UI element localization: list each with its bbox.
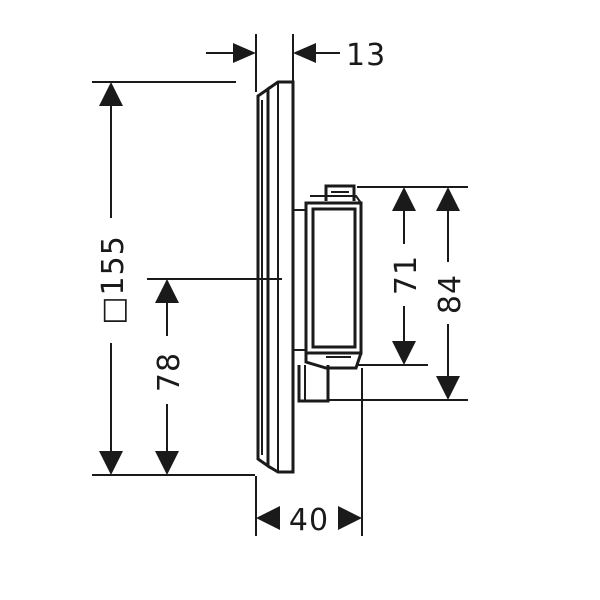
dim-155-label: □155: [96, 235, 131, 325]
dim-top-width: 13: [206, 38, 386, 73]
dim-40-arrow-right: [338, 506, 362, 530]
dim-depth: 40: [256, 503, 362, 538]
dim-40-label: 40: [289, 503, 329, 538]
module-top-cap: [324, 184, 356, 201]
dim-13-arrow-left: [233, 43, 256, 63]
dim-84-arrow-bottom: [436, 376, 460, 400]
dim-40-arrow-left: [256, 506, 280, 530]
part-outline: [256, 80, 363, 474]
dim-78-arrow-top: [155, 279, 179, 303]
dim-155-arrow-top: [99, 82, 123, 106]
dim-78-label: 78: [152, 352, 187, 392]
dim-84-arrow-top: [436, 187, 460, 211]
plate-body: [267, 80, 295, 474]
lower-body: [297, 365, 330, 403]
dim-13-arrow-right: [293, 43, 316, 63]
dim-155-arrow-bottom: [99, 451, 123, 475]
dim-module-height: 71: [389, 187, 424, 365]
dim-module-total-height: 84: [433, 187, 468, 400]
dim-71-arrow-bottom: [392, 341, 416, 365]
module-top-rim: [310, 195, 362, 204]
dim-plate-size: □155: [96, 82, 131, 475]
module-neck: [292, 209, 307, 351]
dim-78-arrow-bottom: [155, 451, 179, 475]
module-bottom-rim: [304, 352, 363, 370]
dim-71-arrow-top: [392, 187, 416, 211]
extension-lines: [92, 34, 468, 536]
module-inner: [311, 207, 357, 349]
dim-center-height: 78: [152, 279, 187, 475]
dim-13-label: 13: [346, 38, 386, 73]
dim-71-label: 71: [389, 255, 424, 295]
dim-84-label: 84: [433, 274, 468, 314]
